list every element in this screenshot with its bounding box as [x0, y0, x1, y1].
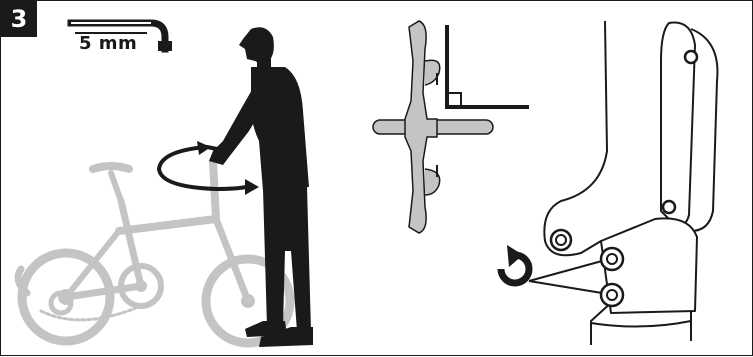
rotate-arrows-icon: [159, 141, 259, 195]
hinge-closeup: [544, 21, 717, 345]
tool-size-label: 5 mm: [79, 33, 137, 54]
bolt-pointers: [529, 261, 602, 293]
hinge-cross-section: [373, 21, 529, 233]
clockwise-arrow-icon: [501, 245, 529, 283]
step-number-badge: 3: [1, 1, 37, 37]
